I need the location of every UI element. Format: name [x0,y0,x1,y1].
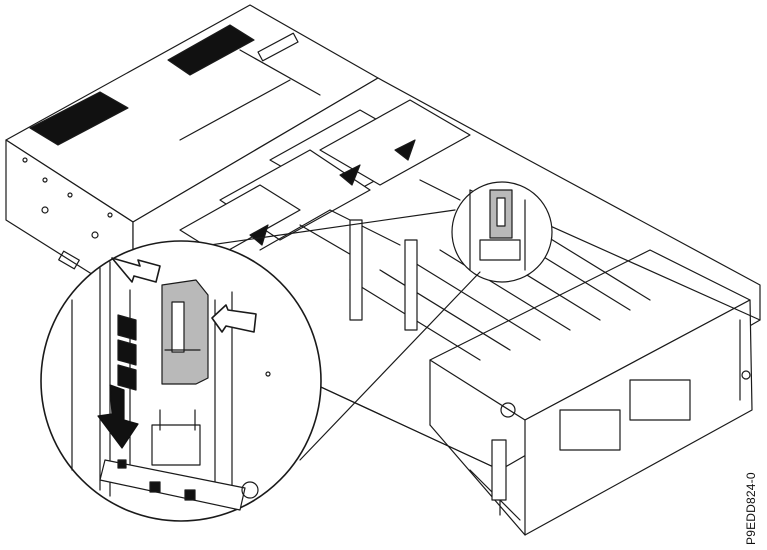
vent-grille-1 [167,24,255,76]
magnified-view [40,240,322,522]
heatsink-2 [319,99,471,186]
squeeze-arrow-right [211,304,257,333]
part-being-installed [161,279,209,385]
squeeze-arrow-left [111,257,161,283]
arrow-icon [211,304,257,333]
down-arrow-icon [97,384,139,449]
target-callout [451,181,553,283]
insert-arrow [97,384,139,449]
memory-riser-area [349,189,761,361]
arrow-icon [111,257,161,283]
rear-panel-details [491,319,751,501]
vent-grille-2 [29,91,129,146]
figure-id-label: P9EDD824-0 [744,472,758,545]
vent-grilles [29,24,321,146]
front-panel-details [22,157,113,270]
leader-lines [174,209,481,461]
